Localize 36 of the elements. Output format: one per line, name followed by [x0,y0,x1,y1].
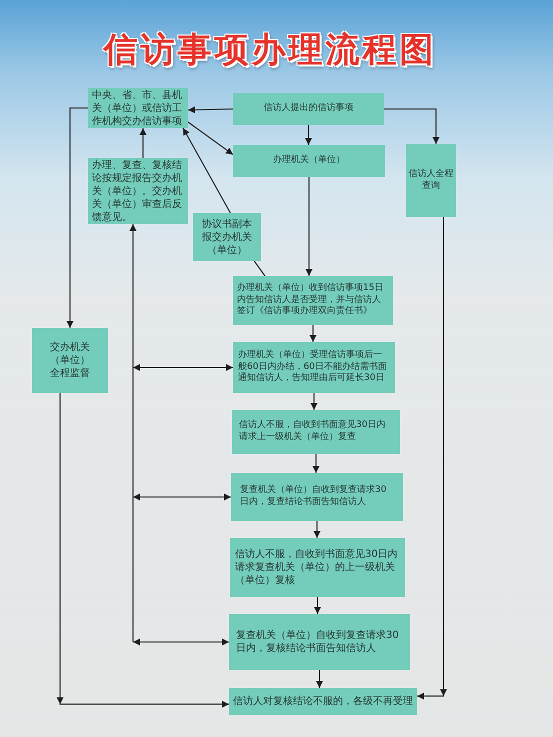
arrow [56,393,229,708]
arrow [314,521,320,538]
process-box: 复查机关（单位）自收到复查请求30日内，复查结论书面告知信访人 [231,473,403,521]
arrow [133,364,233,371]
connector-line [254,260,266,276]
arrow [310,393,318,410]
process-box: 办理机关（单位）受理信访事项后一般60日内办结，60日不能办结需书面通知信访人，告知理由后可延长30日 [233,342,395,393]
process-box: 协议书副本报交办机关（单位） [193,213,261,261]
process-box: 办理机关（单位） [233,145,385,177]
arrow [417,217,447,700]
arrow [188,122,234,156]
process-box: 中央、省、市、县机关（单位）或信访工作机构交办信访事项 [88,88,188,128]
process-box: 信访人对复核结论不服的，各级不再受理 [229,688,417,715]
arrow [316,670,323,688]
arrow [130,224,136,642]
process-box: 复查机关（单位）自收到复查请求30日内，复核结论书面告知信访人 [229,614,410,670]
process-box: 信访人全程查询 [406,144,456,217]
process-box: 办理、复查、复核结论按规定报告交办机关（单位）。交办机关（单位）审查后反馈意见。 [88,158,188,224]
arrow [314,597,321,614]
arrow [312,454,320,473]
arrow [310,325,316,342]
arrow [140,128,146,158]
process-box: 办理机关（单位）收到信访事项15日内告知信访人是否受理，并与信访人签订《信访事项办理双向责任书》 [233,276,393,325]
arrow [133,494,231,500]
process-box: 信访人不服，自收到书面意见30日内请求上一级机关（单位）复查 [232,410,400,454]
arrow [188,106,234,114]
arrow [305,125,312,145]
arrow [384,108,440,144]
process-box: 信访人不服，自收到书面意见30日内请求复查机关（单位）的上一级机关（单位）复核 [230,538,405,597]
title: 信访事项办理流程图 [102,29,438,72]
process-box: 信访人提出的信访事项 [233,93,384,125]
arrow [66,107,88,328]
process-box: 交办机关（单位）全程监督 [32,328,108,393]
arrow [306,177,312,276]
arrow [182,128,231,214]
arrow [133,638,229,646]
